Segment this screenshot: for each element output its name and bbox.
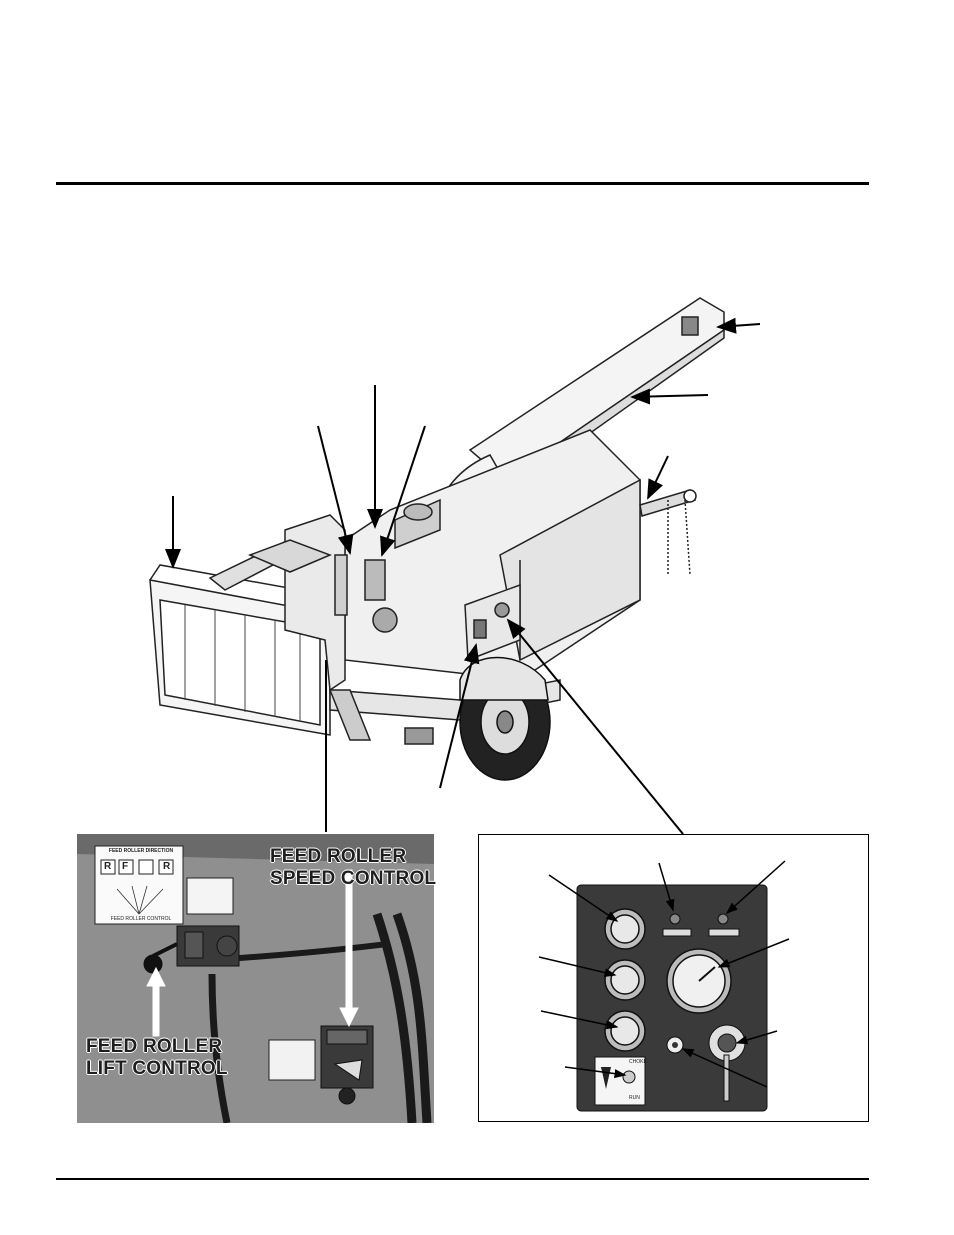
top-horizontal-rule: [56, 182, 869, 185]
run-label: RUN: [629, 1095, 640, 1101]
lift-decal: [186, 877, 234, 915]
speed-control-valve: [320, 1025, 374, 1105]
feed-roller-controls-graphic: [77, 834, 434, 1123]
callout-lines: [165, 317, 761, 835]
hydraulic-hoses: [208, 912, 432, 1123]
lift-valve: [143, 925, 240, 974]
white-arrows: [146, 869, 359, 1037]
tachometer: [666, 948, 732, 1014]
ignition-switch: [708, 1024, 746, 1102]
decal-footer: FEED ROLLER CONTROL: [110, 916, 172, 922]
decal-r-right: R: [163, 861, 171, 872]
engine-control-panel-graphic: [538, 860, 790, 1112]
choke-decal: [594, 1056, 646, 1106]
speed-decal: [268, 1039, 316, 1081]
bottom-horizontal-rule: [56, 1178, 869, 1180]
feed-roller-housing: [247, 514, 398, 692]
decal-r-left: R: [104, 861, 112, 872]
decal-title: FEED ROLLER DIRECTION: [108, 848, 174, 854]
small-gauges: [604, 908, 646, 1052]
direction-decal: [94, 845, 184, 925]
main-body: [344, 429, 641, 681]
tow-hitch: [639, 489, 697, 576]
control-panel-box: [464, 583, 521, 662]
feed-roller-controls-photo: FEED ROLLER DIRECTION R F R FEED ROLLER …: [77, 834, 434, 1123]
engine-control-panel-frame: CHOKE RUN: [478, 834, 869, 1122]
wheel: [459, 656, 551, 781]
feed-roller-speed-control-label: FEED ROLLER SPEED CONTROL: [270, 846, 437, 890]
choke-label: CHOKE: [629, 1059, 647, 1065]
indicator-lights: [662, 913, 740, 937]
decal-f: F: [122, 861, 129, 872]
feed-roller-lift-control-label: FEED ROLLER LIFT CONTROL: [86, 1036, 229, 1080]
